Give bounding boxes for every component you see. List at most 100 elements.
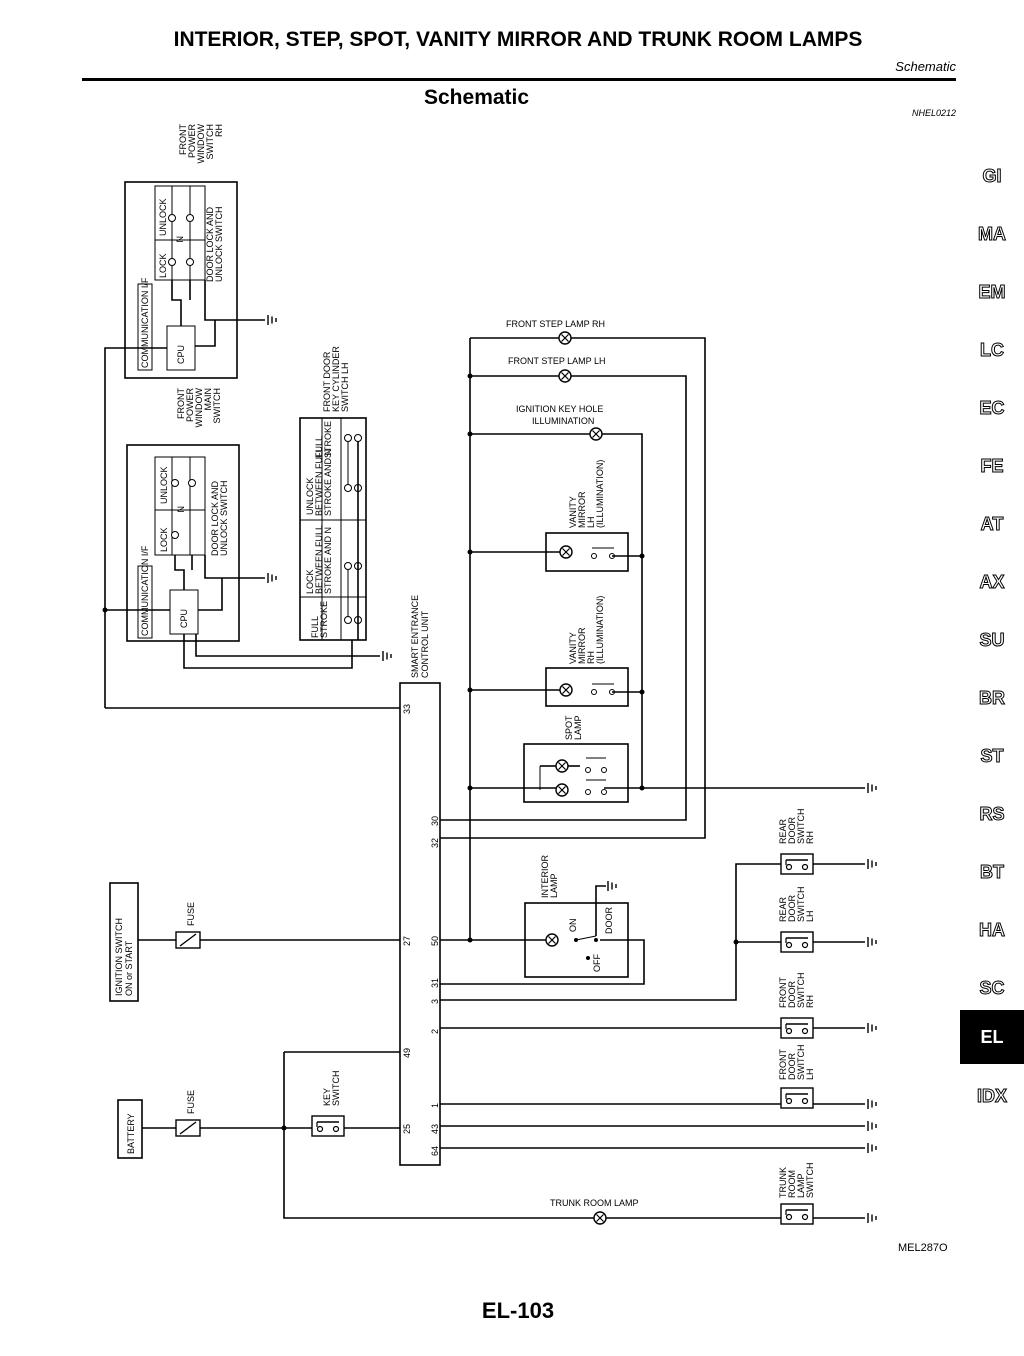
rear-lh-l4: LH (805, 910, 815, 922)
bat-fuse-label: FUSE (186, 1090, 196, 1114)
pin-50: 50 (430, 936, 440, 946)
page-title: INTERIOR, STEP, SPOT, VANITY MIRROR AND … (173, 28, 863, 51)
page-subtitle: Schematic (895, 59, 956, 74)
trunk-sw-l1: TRUNK (778, 1167, 788, 1198)
tab-ha[interactable]: HA (979, 920, 1006, 941)
fpws-main-unlock: UNLOCK (159, 466, 169, 504)
tab-el-active[interactable]: EL (960, 1010, 1024, 1064)
battery-fuse-icon (175, 1119, 201, 1137)
front-lh-l3: SWITCH (796, 1045, 806, 1081)
tab-ma[interactable]: MA (978, 224, 1007, 245)
key-cyl-full-u2: STROKE (323, 421, 333, 458)
trunk-sw-l3: LAMP (796, 1173, 806, 1198)
tab-ec[interactable]: EC (979, 398, 1005, 419)
interior-lamp-off: OFF (592, 954, 602, 972)
key-hole-label-1: IGNITION KEY HOLE (516, 404, 603, 414)
pin-1: 1 (430, 1103, 440, 1108)
key-cyl-l1: FRONT DOOR (322, 351, 332, 412)
interior-lamp-l2: LAMP (549, 873, 559, 898)
fpws-rh-dls-2: UNLOCK SWITCH (214, 206, 224, 282)
trunk-sw-l2: ROOM (787, 1170, 797, 1198)
pin-31: 31 (430, 978, 440, 988)
tab-rs[interactable]: RS (979, 804, 1005, 825)
front-rh-l1: FRONT (778, 977, 788, 1008)
fpws-main-n: N (176, 506, 186, 513)
tab-sc[interactable]: SC (979, 978, 1005, 999)
key-cyl-unlock: UNLOCK (305, 477, 315, 515)
fpws-rh-l2: POWER (187, 124, 197, 159)
front-door-switch-rh-icon (780, 1017, 814, 1039)
pin-27: 27 (402, 936, 412, 946)
trunk-sw-l4: SWITCH (805, 1163, 815, 1199)
interior-lamp-door: DOOR (604, 906, 614, 934)
interior-lamp-l1: INTERIOR (540, 854, 550, 898)
page-number: EL-103 (481, 1298, 555, 1323)
interior-lamp: INTERIOR LAMP ON OFF DOOR (524, 854, 629, 978)
key-cyl-betw-u1: BETWEEN FULL (314, 447, 324, 516)
front-door-switch-lh-icon (780, 1087, 814, 1109)
header-rule (82, 78, 956, 81)
key-cyl-lock: LOCK (305, 569, 315, 594)
smart-unit-l2: CONTROL UNIT (420, 610, 430, 678)
front-door-key-cylinder-switch-lh: FRONT DOOR KEY CYLINDER SWITCH LH UNLOCK… (299, 346, 367, 641)
fpws-rh-l3: WINDOW (196, 124, 206, 164)
key-switch-icon (311, 1115, 345, 1137)
tab-su[interactable]: SU (979, 630, 1005, 651)
fpws-rh-lock: LOCK (158, 253, 168, 278)
tab-idx[interactable]: IDX (976, 1086, 1007, 1107)
pin-49: 49 (402, 1048, 412, 1058)
rear-rh-l4: RH (805, 831, 815, 844)
section-code: NHEL0212 (912, 108, 957, 118)
pin-2: 2 (430, 1029, 440, 1034)
fpws-rh-l4: SWITCH (205, 124, 215, 160)
fpws-main-dls-1: DOOR LOCK AND (210, 480, 220, 556)
vanity-lh-l4: (ILLUMINATION) (595, 460, 605, 528)
trunk-lamp-label: TRUNK ROOM LAMP (550, 1198, 639, 1208)
vanity-mirror-rh: VANITY MIRROR RH (ILLUMINATION) (545, 596, 629, 707)
ignition-fuse-icon (175, 931, 201, 949)
spot-lamp-l1: SPOT (564, 715, 574, 740)
spot-lamp-l2: LAMP (573, 715, 583, 740)
rear-door-switch-lh-icon (780, 931, 814, 953)
tab-bt[interactable]: BT (980, 862, 1005, 883)
pin-64: 64 (430, 1146, 440, 1156)
ign-sw-l2: ON or START (124, 940, 134, 996)
tab-at[interactable]: AT (980, 514, 1004, 535)
front-lh-l1: FRONT (778, 1049, 788, 1080)
front-rh-l4: RH (805, 995, 815, 1008)
key-cyl-full-l2: STROKE (319, 601, 329, 638)
pin-43: 43 (430, 1124, 440, 1134)
vanity-lh-l1: VANITY (568, 496, 578, 528)
rear-rh-l1: REAR (778, 818, 788, 844)
smart-entrance-control-unit: SMART ENTRANCE CONTROL UNIT 33 30 32 27 … (399, 595, 441, 1166)
rear-lh-l1: REAR (778, 896, 788, 922)
tab-st[interactable]: ST (980, 746, 1004, 767)
fpws-main-comm: COMMUNICATION I/F (140, 545, 150, 636)
fpws-rh-n: N (175, 236, 185, 243)
tab-br[interactable]: BR (979, 688, 1006, 709)
ign-fuse-label: FUSE (186, 902, 196, 926)
front-lh-l2: DOOR (787, 1052, 797, 1080)
pin-32: 32 (430, 838, 440, 848)
tab-em[interactable]: EM (978, 282, 1006, 303)
fpws-main-l2: POWER (185, 388, 195, 423)
pin-3: 3 (430, 999, 440, 1004)
fpws-main-l4: MAIN (203, 388, 213, 411)
interior-lamp-on: ON (568, 919, 578, 933)
svg-text:FRONT: FRONT (178, 124, 188, 155)
fpws-main-lock: LOCK (159, 527, 169, 552)
tab-fe[interactable]: FE (980, 456, 1004, 477)
vanity-rh-l2: MIRROR (577, 627, 587, 664)
key-switch-l1: KEY (322, 1088, 332, 1106)
front-step-lamp-lh-label: FRONT STEP LAMP LH (508, 356, 606, 366)
vanity-rh-l3: RH (586, 651, 596, 664)
tab-lc[interactable]: LC (980, 340, 1005, 361)
rear-lh-l3: SWITCH (796, 887, 806, 923)
spot-lamp: SPOT LAMP (523, 715, 629, 803)
fpws-rh-l5: RH (214, 124, 224, 137)
figure-code: MEL287O (898, 1242, 948, 1254)
tab-ax[interactable]: AX (979, 572, 1005, 593)
vanity-rh-l1: VANITY (568, 632, 578, 664)
tab-gi[interactable]: GI (982, 166, 1002, 187)
fpws-main-cpu: CPU (179, 609, 189, 628)
